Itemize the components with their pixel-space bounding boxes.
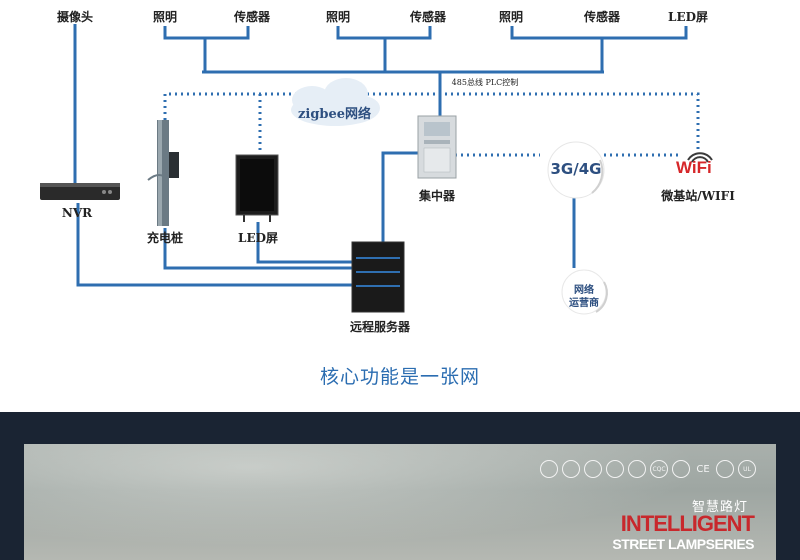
label-cellular: 3G/4G — [550, 160, 602, 178]
label-light-2: 照明 — [325, 10, 351, 24]
label-led-top: LED屏 — [668, 10, 708, 24]
cellular-bubble — [547, 141, 605, 199]
server-icon — [351, 241, 405, 313]
headline: 核心功能是一张网 — [319, 366, 480, 388]
cert-badge-icon — [606, 460, 624, 478]
label-sensor-1: 传感器 — [233, 10, 271, 24]
nvr-icon — [40, 183, 120, 200]
label-camera: 摄像头 — [56, 10, 94, 24]
label-operator-1: 网络 — [574, 285, 594, 296]
label-bus: 485总线 PLC控制 — [451, 78, 519, 87]
label-wifi: 微基站/WIFI — [661, 189, 735, 203]
brand-title-en: INTELLIGENT — [620, 511, 755, 536]
cert-badge-icon — [584, 460, 602, 478]
cert-badge-icon — [672, 460, 690, 478]
wireless-links — [163, 92, 700, 157]
cert-badge-ce: CE — [696, 463, 710, 475]
operator-bubble — [561, 269, 608, 315]
label-light-1: 照明 — [152, 10, 178, 24]
cert-badge-icon — [716, 460, 734, 478]
label-light-3: 照明 — [498, 10, 524, 24]
label-nvr: NVR — [61, 206, 93, 220]
diagram-area — [0, 0, 800, 412]
link-nvr-server — [76, 203, 352, 287]
link-charger-server — [163, 228, 352, 270]
label-server: 远程服务器 — [349, 320, 411, 334]
label-charger: 充电桩 — [146, 231, 184, 245]
cert-badge-icon — [562, 460, 580, 478]
link-concentrator-server — [381, 151, 418, 255]
link-group1 — [163, 26, 250, 40]
wifi-icon — [687, 152, 713, 163]
cert-badge-icon — [628, 460, 646, 478]
label-wifi-logo: WiFi — [676, 158, 712, 177]
charging-pile-icon — [147, 120, 179, 226]
banner-photo: CQC CE UL 智慧路灯 INTELLIGENT STREET LAMPSE… — [24, 444, 776, 560]
label-sensor-3: 传感器 — [583, 10, 621, 24]
label-sensor-2: 传感器 — [409, 10, 447, 24]
dotted-top — [163, 92, 700, 150]
label-zigbee: zigbee网络 — [298, 107, 372, 122]
link-led-server — [256, 222, 352, 264]
label-operator-2: 运营商 — [569, 298, 599, 309]
brand-subtitle-en: STREET LAMPSERIES — [612, 536, 754, 552]
led-screen-icon — [235, 154, 279, 222]
cert-badge-ul: UL — [738, 460, 756, 478]
concentrator-icon — [417, 115, 457, 179]
link-group2 — [336, 26, 432, 40]
certification-badges: CQC CE UL — [540, 460, 756, 478]
cert-badge-icon — [540, 460, 558, 478]
network-diagram — [40, 24, 713, 315]
label-led-screen: LED屏 — [238, 231, 278, 245]
cert-badge-cqc: CQC — [650, 460, 668, 478]
brand-title-cn: 智慧路灯 — [691, 500, 748, 515]
zigbee-cloud — [291, 78, 380, 126]
label-concentrator: 集中器 — [418, 189, 456, 203]
link-group3 — [510, 26, 688, 40]
